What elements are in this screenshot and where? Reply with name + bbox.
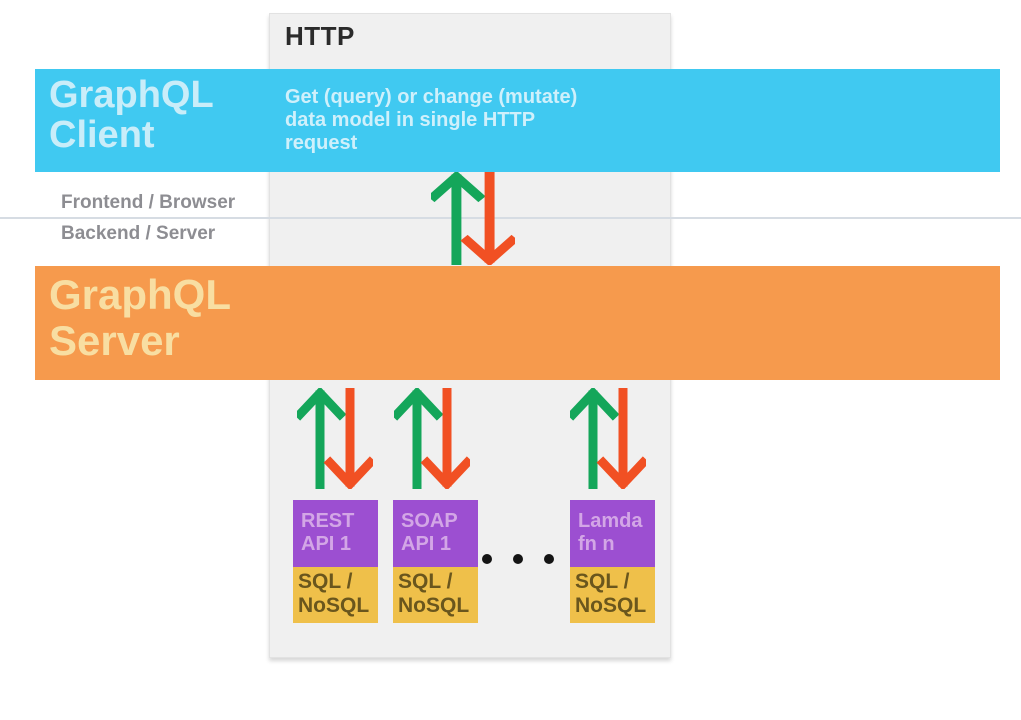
sql-nosql-box: SQL / NoSQL <box>570 567 655 623</box>
server-rest-sync-arrows <box>297 388 373 489</box>
dot-icon <box>482 554 492 564</box>
backend-stack-soap: SOAP API 1 SQL / NoSQL <box>393 500 478 623</box>
up-arrow-icon <box>570 388 620 489</box>
up-arrow-icon <box>431 172 486 265</box>
more-backends-ellipsis <box>482 554 554 564</box>
sql-nosql-box: SQL / NoSQL <box>293 567 378 623</box>
sql-nosql-box: SQL / NoSQL <box>393 567 478 623</box>
down-arrow-icon <box>460 172 515 265</box>
down-arrow-icon <box>323 388 373 489</box>
graphql-client-description: Get (query) or change (mutate) data mode… <box>285 86 578 154</box>
frontend-backend-divider <box>0 217 1021 219</box>
server-soap-sync-arrows <box>394 388 470 489</box>
dot-icon <box>513 554 523 564</box>
graphql-server-band: GraphQL Server <box>35 266 1000 380</box>
up-arrow-icon <box>394 388 444 489</box>
dot-icon <box>544 554 554 564</box>
http-label: HTTP <box>285 21 355 51</box>
down-arrow-icon <box>420 388 470 489</box>
graphql-client-label: GraphQL Client <box>49 74 214 156</box>
client-server-sync-arrows <box>431 172 515 265</box>
up-arrow-icon <box>297 388 347 489</box>
soap-api-box: SOAP API 1 <box>393 500 478 567</box>
graphql-client-band: GraphQL Client Get (query) or change (mu… <box>35 69 1000 172</box>
frontend-browser-label: Frontend / Browser <box>61 192 236 213</box>
backend-stack-rest: REST API 1 SQL / NoSQL <box>293 500 378 623</box>
lambda-fn-box: Lamda fn n <box>570 500 655 567</box>
backend-server-label: Backend / Server <box>61 223 216 244</box>
rest-api-box: REST API 1 <box>293 500 378 567</box>
server-lambda-sync-arrows <box>570 388 646 489</box>
graphql-server-label: GraphQL Server <box>49 271 232 364</box>
down-arrow-icon <box>596 388 646 489</box>
backend-stack-lambda: Lamda fn n SQL / NoSQL <box>570 500 655 623</box>
